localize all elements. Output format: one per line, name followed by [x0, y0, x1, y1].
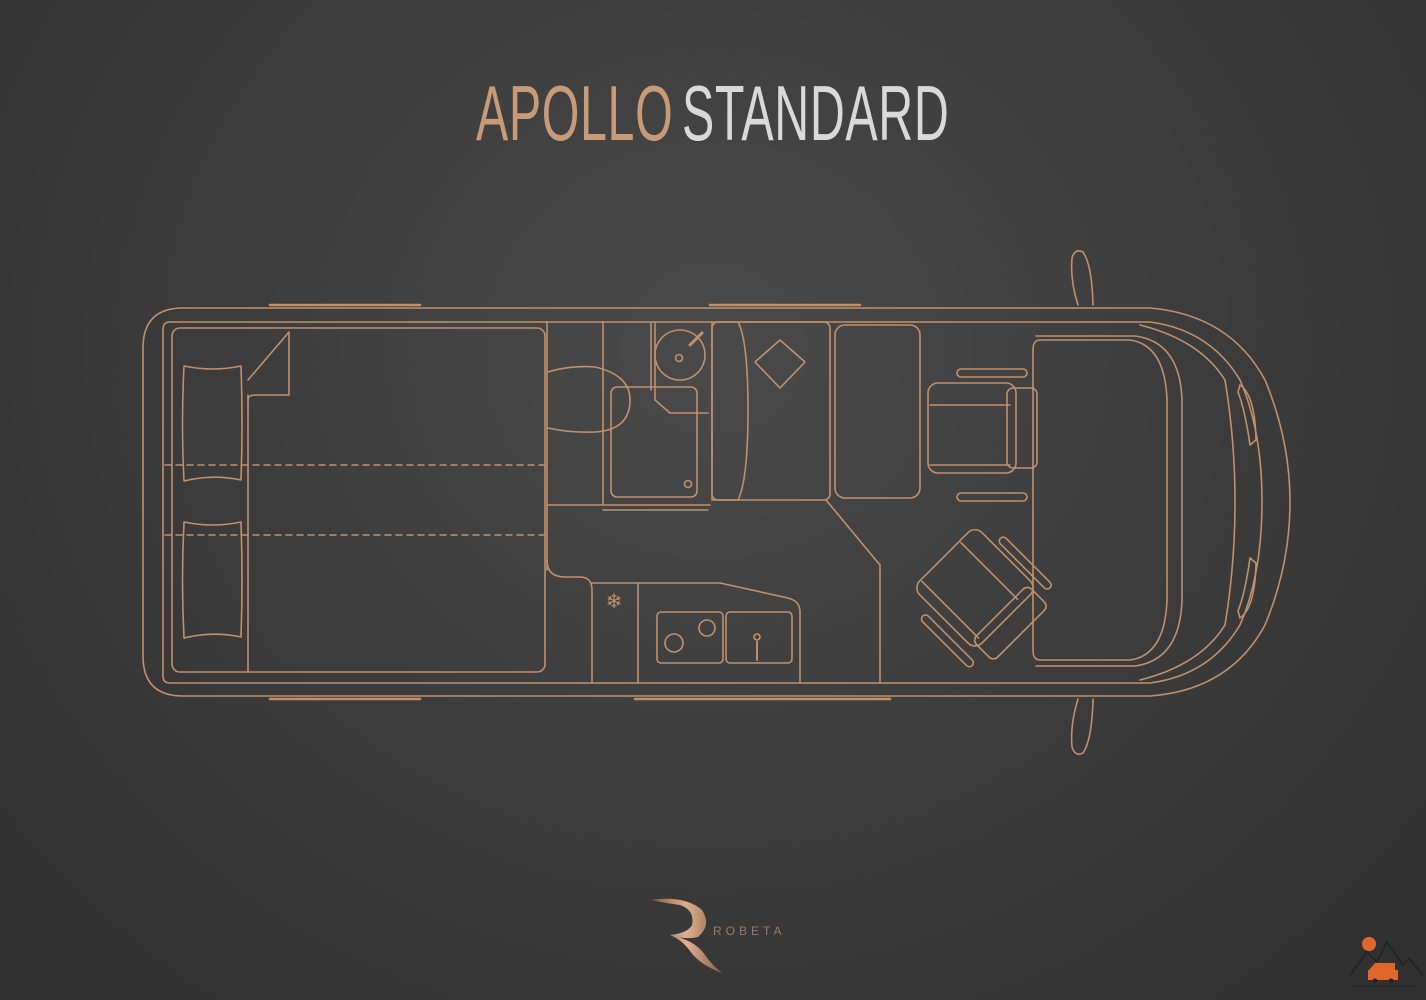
mirror-bottom — [1070, 698, 1094, 755]
burner — [698, 619, 716, 637]
pillow — [181, 521, 243, 639]
pillow — [181, 365, 243, 482]
driver-seat — [927, 368, 1038, 502]
toilet — [547, 365, 631, 433]
fridge-icon: ❄ — [606, 589, 623, 613]
windshield — [1139, 324, 1236, 681]
kitchen-counter — [591, 582, 801, 684]
brand-name: ROBETA — [713, 924, 786, 938]
headlight — [1237, 384, 1257, 446]
camper-mountain-badge — [1349, 937, 1424, 987]
passenger-seat — [916, 528, 1052, 668]
bed — [171, 327, 546, 673]
dinette-bench-front — [834, 324, 921, 499]
headlight — [1237, 557, 1257, 619]
dashboard — [1032, 339, 1168, 661]
dinette-bench — [711, 321, 749, 501]
shower-drain — [683, 479, 693, 489]
side-windows — [268, 303, 892, 701]
title-model: APOLLO — [476, 69, 674, 157]
kitchen-wall — [546, 559, 593, 684]
van-outer-body — [142, 307, 1291, 697]
burner — [664, 633, 684, 653]
faucet — [688, 331, 704, 347]
sink — [725, 611, 793, 664]
table — [754, 339, 806, 389]
dinette-seat — [711, 321, 831, 501]
robeta-logo — [650, 898, 722, 973]
mirror-top — [1070, 250, 1094, 306]
title-variant: STANDARD — [682, 69, 950, 157]
hob — [656, 611, 724, 664]
washbasin — [654, 329, 706, 381]
bed-corner-fold — [247, 331, 290, 401]
van-inner-wall — [162, 321, 1263, 684]
shower-tray — [610, 386, 698, 498]
